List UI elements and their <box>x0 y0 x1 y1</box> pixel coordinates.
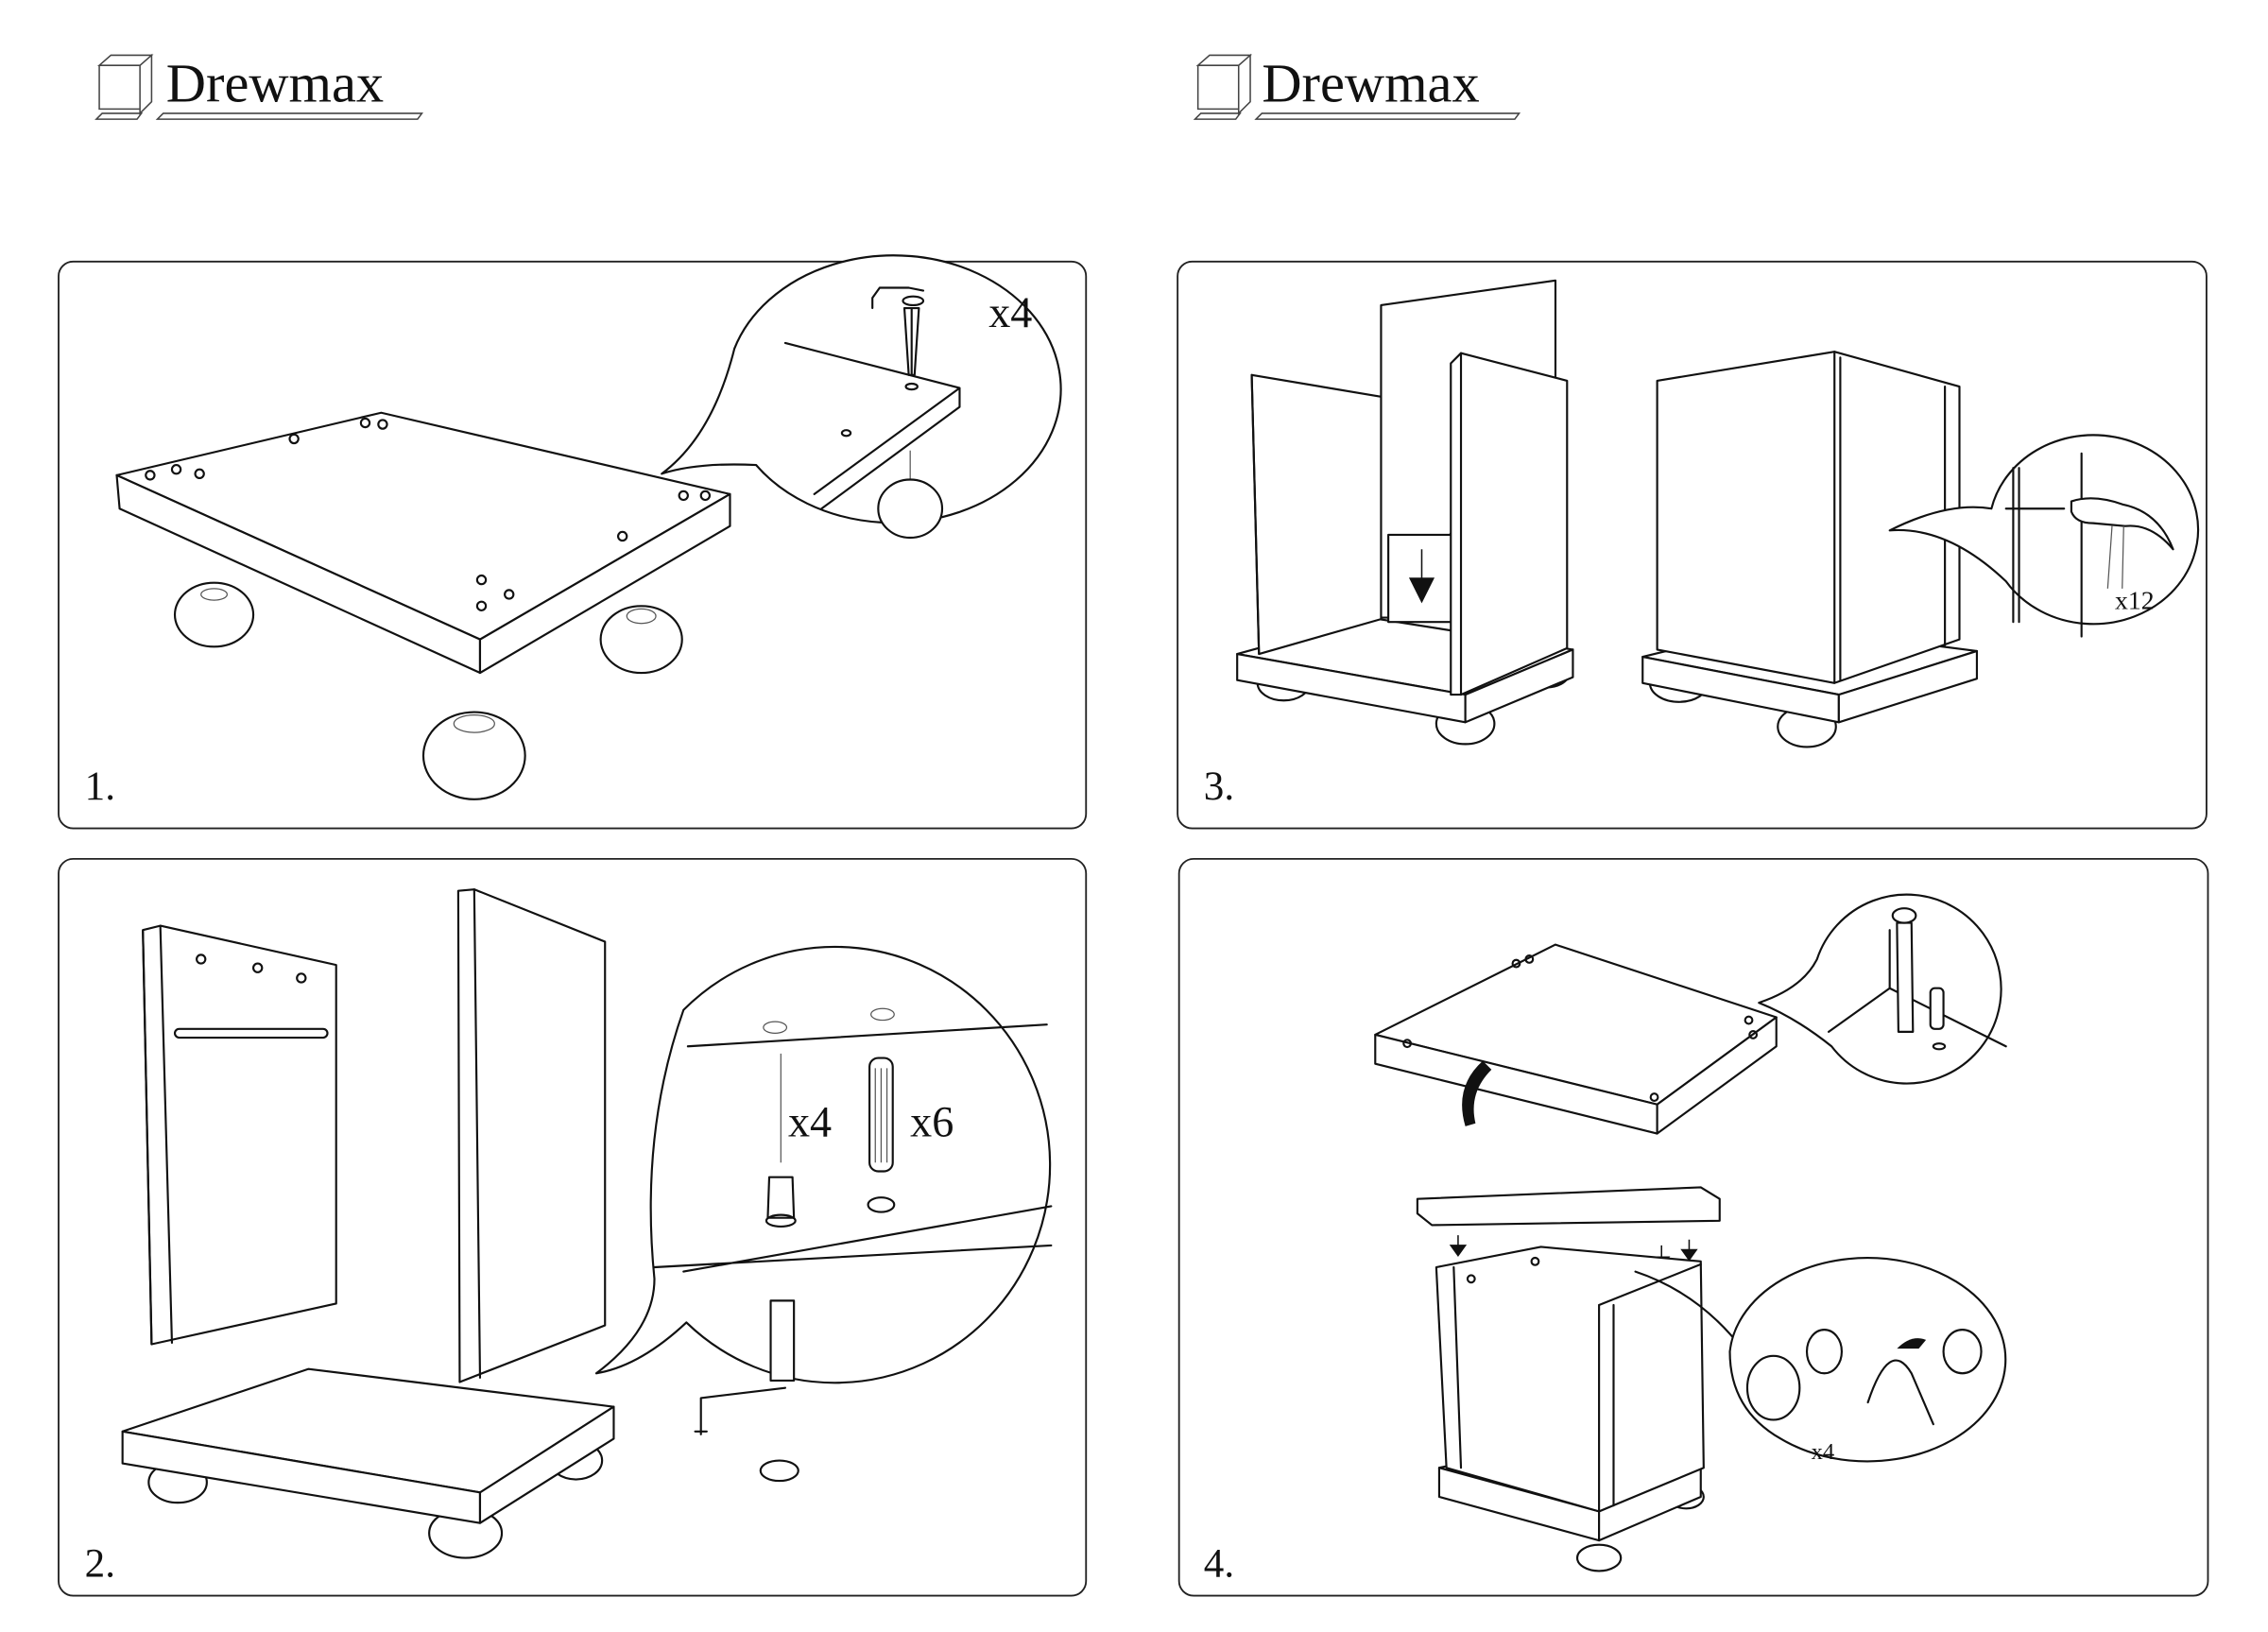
quantity-label: x6 <box>910 1098 954 1146</box>
side-panel <box>456 888 607 1383</box>
step-1-illustration: x4 1. <box>85 254 1062 809</box>
top-board-placed <box>1416 1186 1721 1227</box>
detail-callout <box>594 945 1052 1384</box>
step-number: 2. <box>85 1542 115 1587</box>
logo-text: Drewmax <box>1262 53 1479 114</box>
quantity-label: x4 <box>788 1098 832 1146</box>
flip-arrow-icon <box>1462 1060 1492 1126</box>
quantity-label: x4 <box>988 288 1032 336</box>
side-panel <box>1450 352 1569 696</box>
cabinet-body <box>1435 1245 1705 1513</box>
foot-detail <box>877 478 944 540</box>
logo-left: Drewmax <box>94 53 423 120</box>
cam-lock-icon <box>1745 1354 1801 1421</box>
step-4-illustration: x4 4. <box>1204 893 2007 1587</box>
foot <box>421 711 526 800</box>
arrow-down-icon <box>1408 549 1435 604</box>
logo-right: Drewmax <box>1193 53 1521 120</box>
cam-bolt-icon <box>766 1176 796 1219</box>
detail-callout <box>661 254 1062 524</box>
step-2-illustration: x4 x6 2. <box>85 888 1053 1587</box>
logo-cube-icon <box>1193 53 1521 120</box>
hammer-icon <box>2070 497 2174 551</box>
quantity-label: x4 <box>1812 1439 1835 1465</box>
quantity-label: x12 <box>2115 585 2155 614</box>
logo-text: Drewmax <box>166 53 384 114</box>
side-panel <box>142 924 337 1346</box>
side-panel <box>1250 373 1383 656</box>
screwdriver-icon <box>1866 1359 1934 1426</box>
detail-callout <box>1758 893 2002 1085</box>
step-3-illustration: x12 3. <box>1204 279 2200 809</box>
step-number: 3. <box>1204 764 1234 809</box>
logo-cube-icon <box>94 53 423 120</box>
assembled-cabinet <box>1656 351 1961 684</box>
step-number: 4. <box>1204 1542 1234 1587</box>
detail-callout <box>1728 1257 2007 1463</box>
foot <box>173 581 255 648</box>
screw-icon <box>1896 921 1915 1033</box>
step-number: 1. <box>85 764 115 809</box>
foot <box>599 605 683 675</box>
detail-callout <box>1888 434 2200 626</box>
